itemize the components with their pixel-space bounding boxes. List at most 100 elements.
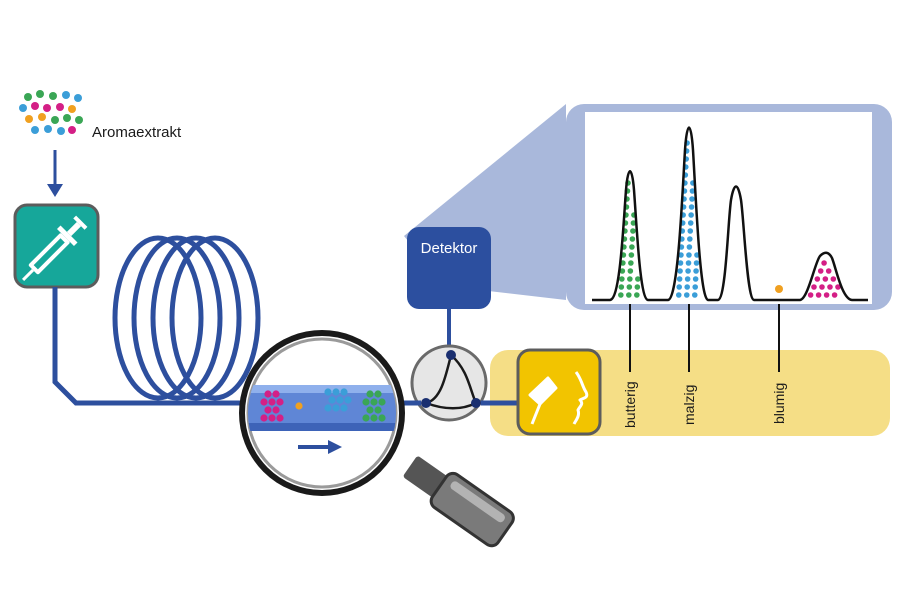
peak-dots-rose: [807, 260, 841, 298]
odor-label-blumig: blumig: [771, 383, 787, 424]
peak-dot: [678, 252, 684, 258]
compound-dot: [374, 406, 382, 414]
peak-dot: [684, 284, 691, 290]
extract-dot: [38, 113, 46, 121]
peak-dot: [629, 236, 636, 242]
peak-dot: [618, 292, 624, 298]
peak-dot: [619, 268, 626, 274]
extract-label: Aromaextrakt: [92, 124, 182, 141]
extract-dot: [25, 115, 33, 123]
compound-dot: [328, 396, 336, 404]
compound-dot: [332, 388, 340, 396]
peak-dot: [634, 292, 640, 298]
compound-dot: [370, 398, 378, 406]
splitter: [410, 344, 488, 422]
chromatogram-trace: [592, 126, 868, 302]
peak-dot: [676, 284, 683, 290]
extract-dot: [36, 90, 44, 98]
peak-dot: [692, 284, 699, 290]
compound-dot: [362, 414, 370, 422]
extract-dot: [31, 126, 39, 134]
peak-dot: [683, 292, 690, 298]
peak-dot: [685, 268, 691, 274]
peak-dot: [687, 220, 694, 226]
peak-dot: [835, 284, 841, 290]
extract-dot: [51, 116, 59, 124]
extract-dot: [68, 126, 76, 134]
peak-dot: [825, 268, 832, 274]
peak-dot: [693, 268, 699, 274]
peak-dot: [815, 292, 822, 298]
extract-dot: [57, 127, 65, 135]
compound-dot: [332, 404, 340, 412]
extract-dot: [74, 94, 82, 102]
peak-dot: [693, 260, 700, 266]
extract-dots: [19, 90, 83, 135]
compound-dot: [260, 414, 268, 422]
peak-dot: [630, 220, 637, 226]
peak-dot: [685, 260, 692, 266]
injector: [13, 203, 100, 289]
peak-dot: [629, 244, 635, 250]
compound-dot: [366, 390, 374, 398]
extract-dot: [49, 92, 57, 100]
compound-dot: [340, 404, 348, 412]
compound-dot: [336, 396, 344, 404]
compound-dot: [272, 390, 280, 398]
chromatogram: [592, 126, 868, 302]
compound-dot: [362, 398, 370, 406]
separated-compounds: [260, 388, 386, 422]
flow-arrow-icon: [298, 440, 342, 454]
peak-dot: [686, 244, 693, 250]
peak-dot: [830, 276, 837, 282]
peak-dot: [807, 292, 814, 298]
peak-dot: [675, 292, 682, 298]
down-arrow-icon: [47, 150, 63, 197]
peak-dot: [627, 276, 633, 282]
compound-dot: [340, 388, 348, 396]
compound-dot: [370, 414, 378, 422]
compound-dot: [324, 388, 332, 396]
extract-dot: [56, 103, 64, 111]
odor-label-malzig: malzig: [681, 385, 697, 425]
odor-label-butterig: butterig: [622, 381, 638, 428]
compound-dot: [268, 414, 276, 422]
injector-syringe-icon: [21, 215, 88, 282]
extract-dot: [75, 116, 83, 124]
peak-dot: [677, 260, 684, 266]
compound-dot: [366, 406, 374, 414]
peak-dot: [626, 292, 632, 298]
column-tube: [52, 287, 265, 406]
peak-dot: [821, 260, 827, 266]
extract-dot: [44, 125, 52, 133]
odor-lines: [629, 304, 780, 372]
peak-dot: [692, 276, 699, 282]
peak-dot: [688, 212, 694, 218]
extract-dot: [19, 104, 27, 112]
peak-dot: [689, 188, 696, 194]
peak-dot: [635, 276, 641, 282]
compound-dot: [260, 398, 268, 406]
compound-dot: [374, 390, 382, 398]
detector-label: Detektor: [421, 240, 478, 257]
peak-dot: [677, 268, 683, 274]
compound-dot: [378, 398, 386, 406]
peak-dot: [823, 292, 830, 298]
compound-dot: [272, 406, 280, 414]
peak-dot: [688, 204, 695, 210]
peak-dot: [630, 228, 636, 234]
compound-dot: [295, 402, 303, 410]
peak-dot: [691, 292, 698, 298]
compound-dot: [324, 404, 332, 412]
peak-dot: [628, 252, 635, 258]
extract-dot: [24, 93, 32, 101]
peak-dot: [822, 276, 829, 282]
peak-dot: [634, 284, 641, 290]
peak-dot: [811, 284, 817, 290]
sniff-port: [516, 348, 602, 436]
peak-dot: [628, 260, 634, 266]
extract-dot: [68, 105, 76, 113]
peak-dot: [684, 276, 691, 282]
